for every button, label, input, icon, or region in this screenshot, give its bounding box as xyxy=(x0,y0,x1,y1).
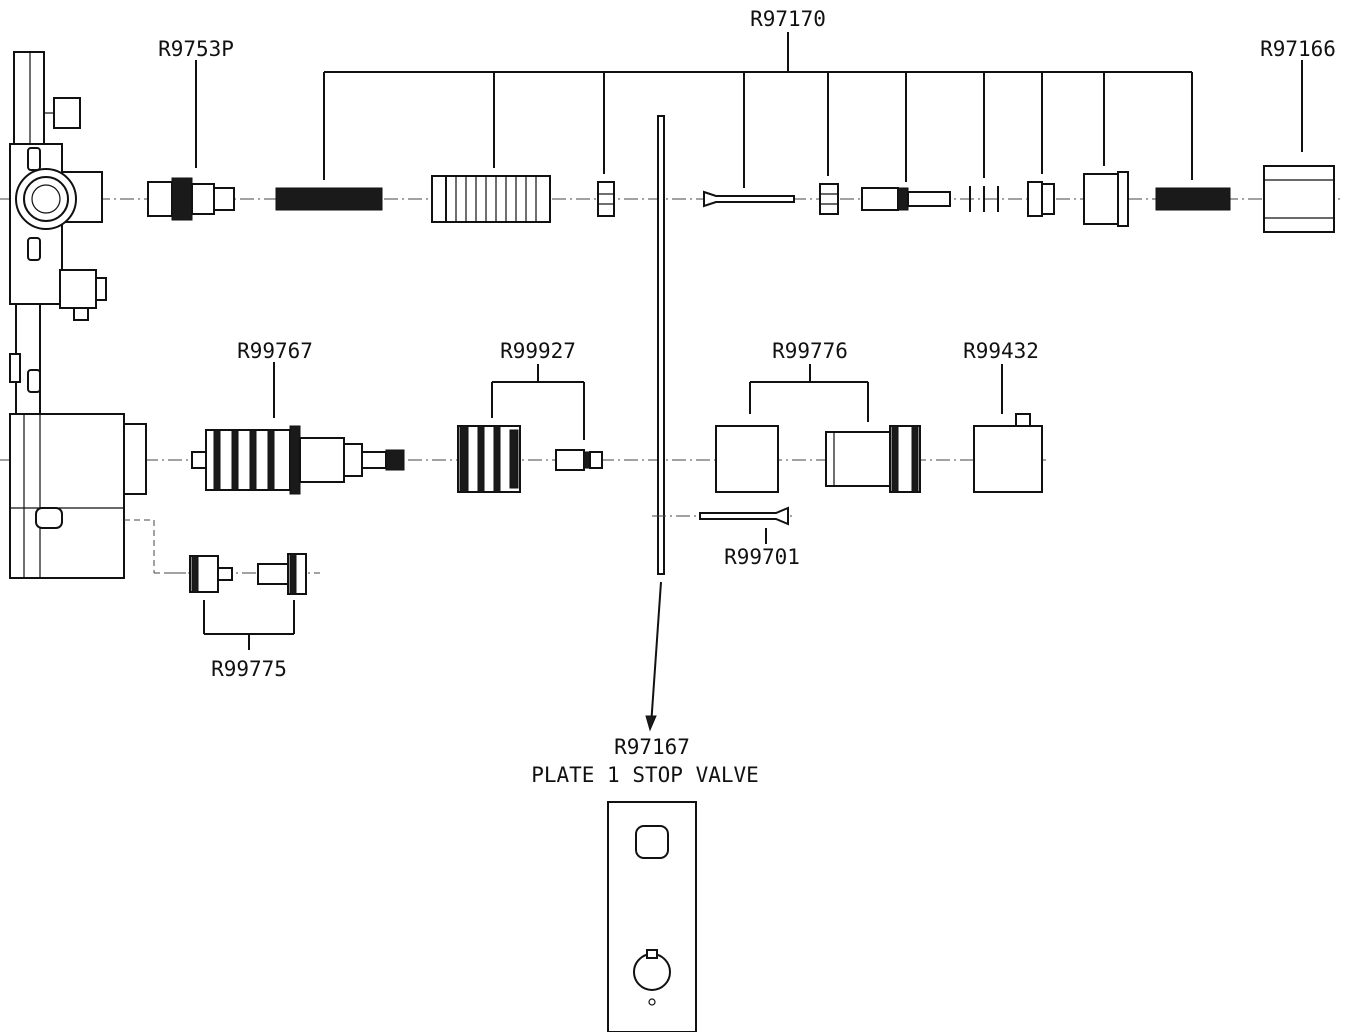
part-ribbed-sleeve xyxy=(431,175,551,223)
part-hex-nut xyxy=(597,181,615,217)
part-spindle xyxy=(861,187,951,211)
part-r99701-screw xyxy=(652,506,796,544)
part-spline-adapter-1 xyxy=(275,187,383,211)
part-r99776-sleeve xyxy=(825,425,921,493)
r99927-bracket xyxy=(491,364,585,440)
part-r99927-adapter xyxy=(555,449,603,471)
label-r99432: R99432 xyxy=(963,339,1039,363)
part-bushing xyxy=(1027,181,1055,217)
label-r99775: R99775 xyxy=(211,657,287,681)
part-r99776-square-cap xyxy=(715,425,779,493)
plate-caption: PLATE 1 STOP VALVE xyxy=(531,763,759,787)
label-r99776: R99776 xyxy=(772,339,848,363)
part-r99775-stop-valve xyxy=(189,553,307,650)
valve-body xyxy=(9,51,186,579)
part-r97166-knob xyxy=(1263,60,1335,233)
part-r99432-knob xyxy=(973,364,1043,493)
plate-side-view xyxy=(645,115,665,732)
label-r99927: R99927 xyxy=(500,339,576,363)
label-r97167: R97167 xyxy=(614,735,690,759)
part-small-nut xyxy=(819,183,839,215)
part-o-rings xyxy=(969,186,999,212)
label-r97166: R97166 xyxy=(1260,37,1336,61)
r97170-bracket xyxy=(323,32,1193,188)
plate-front-view xyxy=(607,801,697,1032)
part-r99927-sleeve xyxy=(457,425,521,493)
part-long-screw xyxy=(703,190,795,208)
label-r97170: R97170 xyxy=(750,7,826,31)
part-r9753p-cartridge xyxy=(147,60,235,221)
label-r99701: R99701 xyxy=(724,545,800,569)
label-r99767: R99767 xyxy=(237,339,313,363)
r99776-bracket xyxy=(749,364,869,422)
label-r9753p: R9753P xyxy=(158,37,234,61)
part-cap-sleeve xyxy=(1083,171,1129,227)
part-r99767-thermostatic-cartridge xyxy=(191,362,405,495)
part-spline-adapter-2 xyxy=(1155,187,1231,211)
